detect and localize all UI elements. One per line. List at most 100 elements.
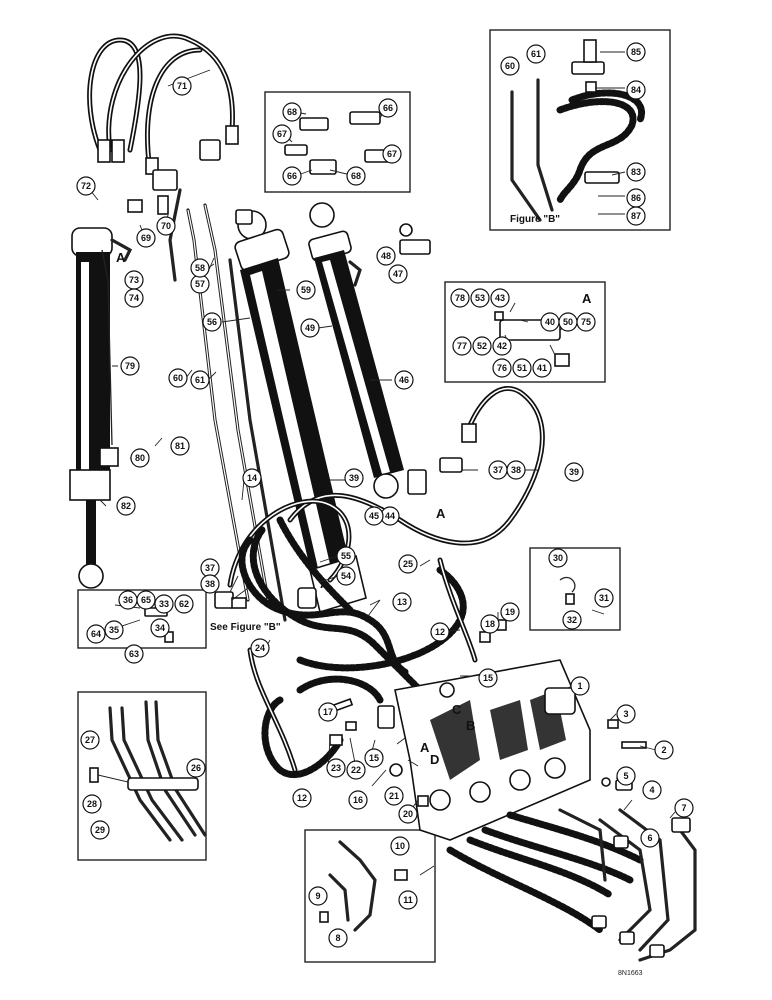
callout-72: 72 — [76, 176, 96, 196]
svg-text:49: 49 — [305, 323, 315, 333]
callout-83: 83 — [626, 162, 646, 182]
callout-2: 2 — [654, 740, 674, 760]
callout-77: 77 — [452, 336, 472, 356]
svg-text:86: 86 — [631, 193, 641, 203]
callout-84: 84 — [626, 80, 646, 100]
svg-text:47: 47 — [393, 269, 403, 279]
svg-text:22: 22 — [351, 765, 361, 775]
callout-46: 46 — [394, 370, 414, 390]
svg-text:68: 68 — [287, 107, 297, 117]
svg-text:70: 70 — [161, 221, 171, 231]
misc-fittings — [127, 139, 647, 807]
callout-13: 13 — [392, 592, 412, 612]
svg-text:29: 29 — [95, 825, 105, 835]
left-hydraulic-cylinder — [69, 227, 133, 589]
svg-text:28: 28 — [87, 799, 97, 809]
svg-text:27: 27 — [85, 735, 95, 745]
svg-text:13: 13 — [397, 597, 407, 607]
callout-58: 58 — [190, 258, 210, 278]
svg-text:10: 10 — [395, 841, 405, 851]
svg-text:37: 37 — [205, 563, 215, 573]
upper-hose-loops — [87, 33, 239, 175]
callout-38-left: 38 — [200, 574, 220, 594]
svg-text:37: 37 — [493, 465, 503, 475]
callout-15-lower: 15 — [364, 748, 384, 768]
svg-text:30: 30 — [553, 553, 563, 563]
callout-12-lower: 12 — [292, 788, 312, 808]
callout-3: 3 — [616, 704, 636, 724]
svg-text:40: 40 — [545, 317, 555, 327]
callout-54: 54 — [336, 566, 356, 586]
svg-text:31: 31 — [599, 593, 609, 603]
svg-text:58: 58 — [195, 263, 205, 273]
callout-24: 24 — [250, 638, 270, 658]
callout-31: 31 — [594, 588, 614, 608]
callout-26: 26 — [186, 758, 206, 778]
callout-86: 86 — [626, 188, 646, 208]
svg-text:51: 51 — [517, 363, 527, 373]
callout-38-right: 38 — [506, 460, 526, 480]
callout-7: 7 — [674, 798, 694, 818]
svg-text:32: 32 — [567, 615, 577, 625]
svg-text:53: 53 — [475, 293, 485, 303]
callout-59: 59 — [296, 280, 316, 300]
callout-70: 70 — [156, 216, 176, 236]
svg-text:61: 61 — [531, 49, 541, 59]
svg-text:64: 64 — [91, 629, 101, 639]
svg-text:60: 60 — [173, 373, 183, 383]
callout-47: 47 — [388, 264, 408, 284]
callout-67-right: 67 — [382, 144, 402, 164]
svg-text:54: 54 — [341, 571, 351, 581]
callout-18: 18 — [480, 614, 500, 634]
svg-text:14: 14 — [247, 473, 257, 483]
callout-34: 34 — [150, 618, 170, 638]
svg-text:16: 16 — [353, 795, 363, 805]
callout-80: 80 — [130, 448, 150, 468]
lower-valve-lines — [446, 808, 697, 962]
svg-text:69: 69 — [141, 233, 151, 243]
callout-23: 23 — [326, 758, 346, 778]
callout-61-figure-b: 61 — [526, 44, 546, 64]
valve-section-c: C — [452, 702, 462, 717]
svg-text:12: 12 — [435, 627, 445, 637]
callout-50: 50 — [558, 312, 578, 332]
svg-text:20: 20 — [403, 809, 413, 819]
svg-text:39: 39 — [569, 467, 579, 477]
svg-text:81: 81 — [175, 441, 185, 451]
svg-text:72: 72 — [81, 181, 91, 191]
callout-73: 73 — [124, 270, 144, 290]
svg-text:76: 76 — [497, 363, 507, 373]
callout-9: 9 — [308, 886, 328, 906]
svg-text:62: 62 — [179, 599, 189, 609]
svg-text:61: 61 — [195, 375, 205, 385]
callout-62: 62 — [174, 594, 194, 614]
callout-27: 27 — [80, 730, 100, 750]
callout-63: 63 — [124, 644, 144, 664]
svg-text:56: 56 — [207, 317, 217, 327]
svg-text:7: 7 — [681, 803, 686, 813]
callout-39-right: 39 — [564, 462, 584, 482]
coiled-hose-bundle — [238, 516, 478, 779]
valve-section-d: D — [430, 752, 439, 767]
marker-a-left: A — [116, 250, 126, 265]
svg-text:48: 48 — [381, 251, 391, 261]
detail-a-letter: A — [582, 291, 592, 306]
svg-text:55: 55 — [341, 551, 351, 561]
svg-text:24: 24 — [255, 643, 265, 653]
callout-82: 82 — [116, 496, 136, 516]
callout-61-main: 61 — [190, 370, 210, 390]
centre-hydraulic-cylinder-small — [308, 202, 404, 499]
svg-text:6: 6 — [647, 833, 652, 843]
svg-text:83: 83 — [631, 167, 641, 177]
svg-text:68: 68 — [351, 171, 361, 181]
svg-text:41: 41 — [537, 363, 547, 373]
callout-74: 74 — [124, 288, 144, 308]
callout-78: 78 — [450, 288, 470, 308]
callout-68-top: 68 — [282, 102, 302, 122]
control-valve-body: A B C D — [394, 659, 591, 841]
svg-text:45: 45 — [369, 511, 379, 521]
svg-text:73: 73 — [129, 275, 139, 285]
callout-37-left: 37 — [200, 558, 220, 578]
callout-53: 53 — [470, 288, 490, 308]
callout-55: 55 — [336, 546, 356, 566]
